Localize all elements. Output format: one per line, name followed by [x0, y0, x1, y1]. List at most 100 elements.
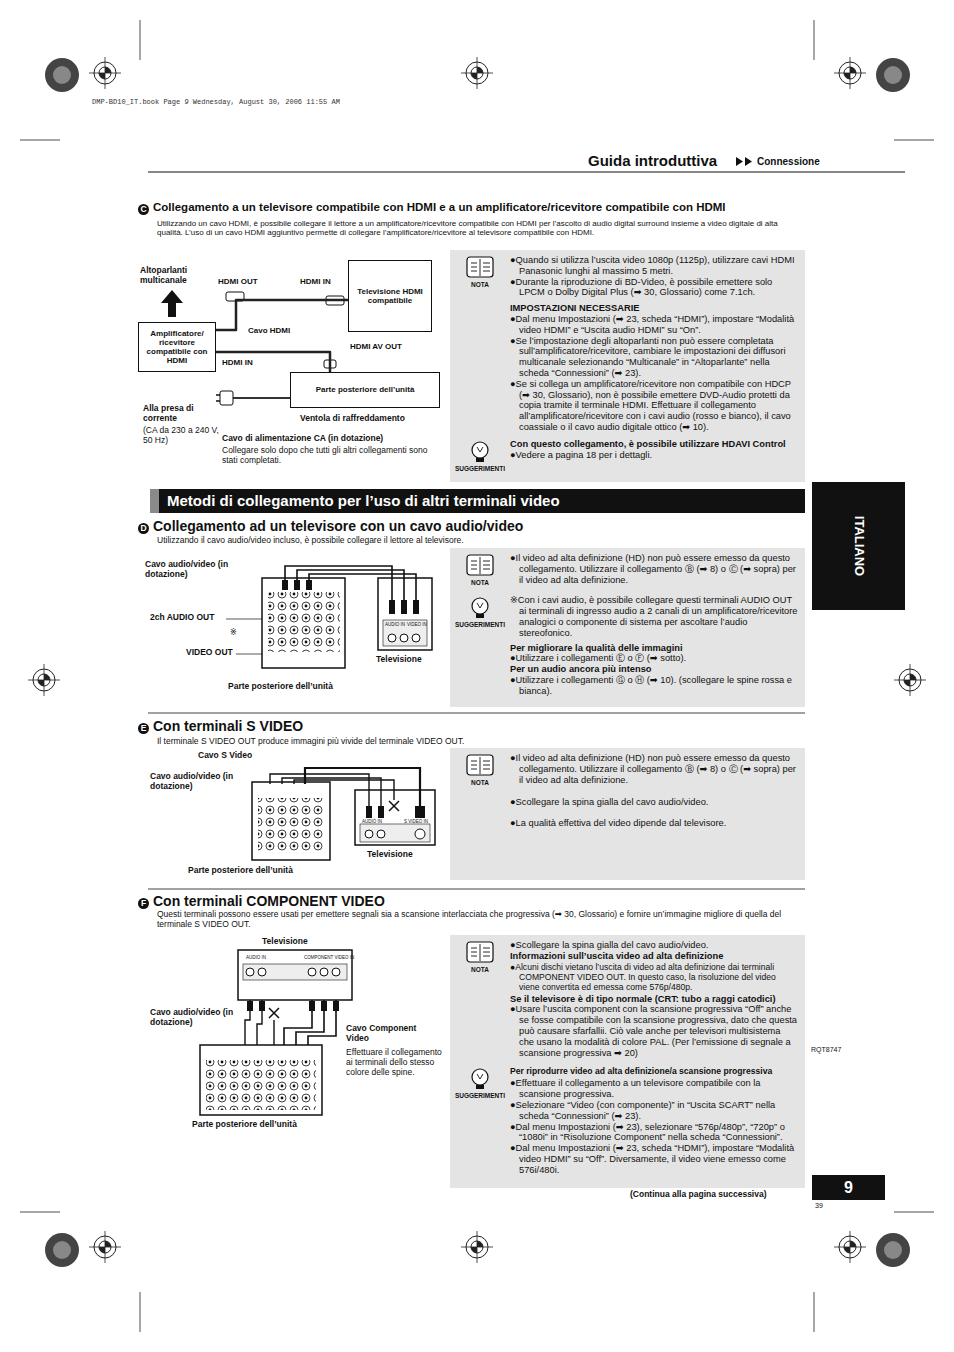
terminal-label: HDMI IN: [222, 358, 253, 367]
part-label: Parte posteriore dell’unità: [188, 866, 293, 876]
television-box: Televisione HDMI compatibile: [348, 260, 432, 332]
header-arrows: [736, 157, 752, 166]
footnote-mark: ※: [230, 628, 237, 637]
terminal-label: VIDEO OUT: [186, 648, 233, 658]
icon-caption: NOTA: [452, 967, 508, 974]
note-text: ●Selezionare “Video (con componente)” in…: [510, 1100, 798, 1122]
note-text: (CA da 230 a 240 V, 50 Hz): [143, 426, 221, 446]
part-label: Televisione: [262, 937, 308, 947]
part-label: Cavo S Video: [198, 751, 252, 761]
note-text: ●Dal menu Impostazioni (➡ 23), seleziona…: [510, 1122, 798, 1144]
part-label: Parte posteriore dell’unità: [192, 1120, 297, 1130]
section-letter: D: [138, 523, 149, 534]
hdmi-cable: [216, 352, 330, 372]
part-label: Altoparlanti multicanale: [140, 266, 215, 286]
intro-text: Questi terminali possono essere usati pe…: [157, 910, 805, 930]
icon-caption: SUGGERIMENTI: [452, 622, 508, 629]
page-number: 39: [815, 1202, 823, 1210]
note-text: Informazioni sull’uscita video ad alta d…: [510, 951, 798, 962]
note-text: ●Se si collega un amplificatore/ricevito…: [510, 379, 798, 433]
section-heading: Collegamento ad un televisore con un cav…: [153, 518, 523, 534]
node-text-wrap: Parte posteriore dell’unità: [316, 385, 415, 394]
document-code: RQT8747: [811, 1046, 841, 1054]
svideo-illustration: [252, 768, 435, 860]
cable-label: Cavo HDMI: [246, 326, 292, 335]
note-text: Effettuare il collegamento ai terminali …: [346, 1048, 446, 1077]
note-panel: NOTA ●Scollegare la spina gialla del cavo…: [450, 935, 805, 1188]
note-icon: [463, 553, 497, 577]
note-text: ●Dal menu Impostazioni (➡ 23, scheda “HD…: [510, 1143, 798, 1175]
section-heading: Collegamento a un televisore compatibile…: [153, 201, 808, 214]
page-title: Guida introduttiva: [588, 152, 717, 169]
icon-caption: NOTA: [452, 780, 508, 787]
section-heading: Con terminali COMPONENT VIDEO: [153, 893, 385, 909]
note-text: ●Se l’impostazione degli altoparlanti no…: [510, 336, 798, 379]
terminal-label: AUDIO IN: [362, 819, 382, 824]
terminal-label: 2ch AUDIO OUT: [150, 613, 214, 623]
note-panel: NOTA●Il video ad alta definizione (HD) n…: [450, 748, 805, 880]
note-text: ●Durante la riproduzione di BD-Video, è …: [510, 277, 798, 299]
note-text: Collegare solo dopo che tutti gli altri …: [222, 446, 432, 466]
terminal-label: COMPONENT VIDEO IN: [304, 955, 354, 960]
page-number-box: 9: [812, 1175, 885, 1200]
note-icon: [463, 255, 497, 279]
part-label: Ventola di raffreddamento: [300, 414, 405, 424]
section-heading: Con terminali S VIDEO: [153, 718, 303, 734]
note-text: ●Alcuni dischi vietano l’uscita di video…: [510, 962, 798, 992]
file-header: DMP-BD10_IT.book Page 9 Wednesday, Augus…: [92, 98, 340, 106]
note-text: ●Dal menu Impostazioni (➡ 23, scheda “HD…: [510, 314, 798, 336]
note-icon: [463, 940, 497, 964]
component-illustration: [200, 950, 352, 1115]
icon-caption: NOTA: [452, 282, 508, 289]
terminal-label: HDMI AV OUT: [350, 342, 402, 351]
node-text: Metodi di collegamento per l’uso di altr…: [167, 492, 797, 510]
node-text: Amplificatore/ ricevitore compatibile co…: [143, 329, 211, 366]
note-text: ●Scollegare la spina gialla del cavo aud…: [510, 940, 798, 951]
note-text: ●La qualità effettiva del video dipende …: [510, 818, 798, 829]
note-panel: NOTA●Quando si utilizza l’uscita video 1…: [450, 250, 805, 482]
node-text-wrap: Metodi di collegamento per l’uso di altr…: [167, 492, 797, 510]
note-text: IMPOSTAZIONI NECESSARIE: [510, 303, 798, 314]
section-letter: C: [138, 204, 149, 215]
note-text: ●Quando si utilizza l’uscita video 1080p…: [510, 255, 798, 277]
note-text: ●Il video ad alta definizione (HD) non p…: [510, 553, 798, 585]
section-letter: F: [138, 898, 149, 909]
note-text: Se il televisore è di tipo normale (CRT:…: [510, 994, 798, 1005]
intro-text: Utilizzando il cavo audio/video incluso,…: [157, 536, 464, 546]
icon-caption: SUGGERIMENTI: [452, 466, 508, 473]
unit-box: Parte posteriore dell’unità: [290, 372, 440, 408]
node-text-wrap: Televisione HDMI compatibile: [353, 287, 427, 305]
av-illustration: [226, 566, 432, 668]
note-text: ●Scollegare la spina gialla del cavo aud…: [510, 797, 798, 808]
tip-icon: [463, 595, 497, 619]
terminal-label: HDMI IN: [300, 277, 331, 286]
intro-text: Utilizzando un cavo HDMI, è possibile co…: [157, 219, 805, 237]
note-text: Per riprodurre video ad alta definizione…: [510, 1066, 798, 1076]
terminal-label: VIDEO IN: [407, 622, 427, 627]
part-label: Cavo di alimentazione CA (in dotazione): [222, 434, 383, 444]
part-label: Parte posteriore dell’unità: [228, 682, 333, 692]
continue-note: (Continua alla pagina successiva): [630, 1190, 767, 1200]
note-text: ●Utilizzare i collegamenti Ⓖ o Ⓗ (➡ 10).…: [510, 675, 798, 697]
note-text: Per un audio ancora più intenso: [510, 664, 798, 675]
note-panel: NOTA●Il video ad alta definizione (HD) n…: [450, 548, 805, 707]
part-label: Cavo Component Video: [346, 1024, 438, 1044]
part-label: Alla presa di corrente: [143, 404, 215, 424]
part-label: Cavo audio/video (in dotazione): [150, 1008, 235, 1028]
node-text: 9: [844, 1179, 853, 1197]
node-text: Parte posteriore dell’unità: [316, 385, 415, 394]
note-text: Per migliorare la qualità delle immagini: [510, 643, 798, 654]
part-label: Cavo audio/video (in dotazione): [150, 772, 245, 792]
note-text: Con questo collegamento, è possibile uti…: [510, 439, 798, 450]
terminal-label: AUDIO IN: [246, 955, 266, 960]
icon-caption: NOTA: [452, 580, 508, 587]
intro-text: Il terminale S VIDEO OUT produce immagin…: [157, 737, 464, 747]
note-text: ●Utilizzare i collegamenti Ⓔ o Ⓕ (➡ sott…: [510, 653, 798, 664]
part-label: Televisione: [367, 850, 413, 860]
icon-caption: SUGGERIMENTI: [452, 1093, 508, 1100]
section-letter: E: [138, 723, 149, 734]
terminal-label: HDMI OUT: [218, 277, 258, 286]
registration-marks: [20, 20, 934, 1332]
part-label: Cavo audio/video (in dotazione): [145, 560, 245, 580]
